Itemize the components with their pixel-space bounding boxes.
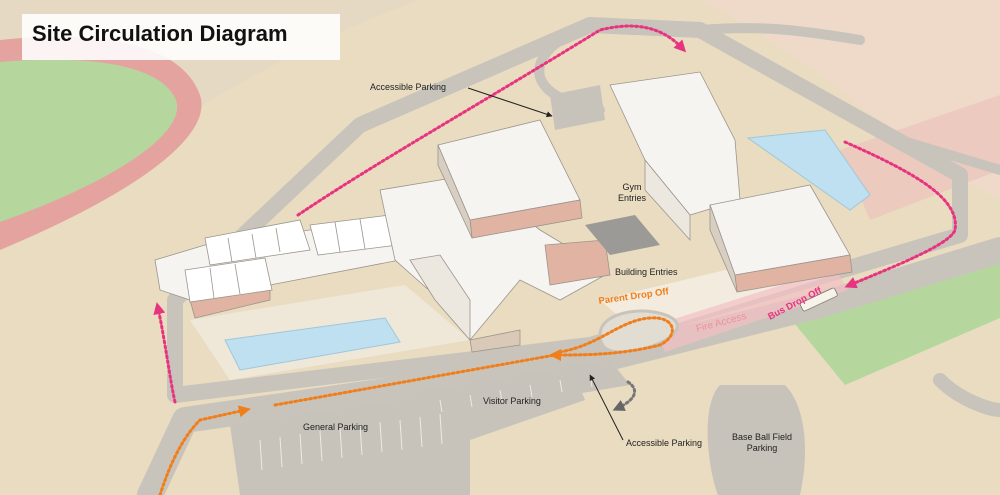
bus-route-north xyxy=(296,24,687,217)
courtyard-pool-left xyxy=(224,317,401,371)
page-title: Site Circulation Diagram xyxy=(32,21,288,46)
parking-lots xyxy=(230,85,805,495)
bus-route-west xyxy=(153,302,177,404)
west-classroom-wing xyxy=(154,214,401,319)
entry-canopy xyxy=(585,215,660,255)
accessible-parking-top-leader xyxy=(467,87,553,118)
accessible-parking-bottom-label: Accessible Parking xyxy=(626,438,702,448)
fire-access-lane xyxy=(655,268,848,352)
circulation-routes xyxy=(153,24,957,495)
athletic-field xyxy=(0,36,202,251)
accessible-parking-bottom-leader xyxy=(589,374,624,441)
central-building xyxy=(379,174,611,353)
baseball-parking-label-line-2: Parking xyxy=(747,443,778,453)
courtyard-pool-right xyxy=(746,129,871,211)
visitor-route xyxy=(612,380,637,411)
parent-route-road xyxy=(273,353,557,407)
bus xyxy=(799,287,838,312)
building-entries-label: Building Entries xyxy=(615,267,678,277)
parent-drop-off-loop xyxy=(598,309,679,354)
baseball-parking-label-line-1: Base Ball Field xyxy=(732,432,792,442)
gym-entries-label-line-2: Entries xyxy=(618,193,647,203)
gymnasium xyxy=(437,119,583,239)
east-classroom-wing xyxy=(609,71,853,293)
general-parking-label: General Parking xyxy=(303,422,368,432)
gym-entries-label-line-1: Gym xyxy=(623,182,642,192)
title-box: Site Circulation Diagram xyxy=(22,14,340,60)
visitor-parking-label: Visitor Parking xyxy=(483,396,541,406)
bus-route-east xyxy=(843,140,957,289)
accessible-parking-top-label: Accessible Parking xyxy=(370,82,446,92)
parking-stripes xyxy=(259,374,593,471)
parent-route-entry xyxy=(158,405,251,495)
parent-route-loop xyxy=(549,316,674,361)
site-road xyxy=(137,17,1000,495)
